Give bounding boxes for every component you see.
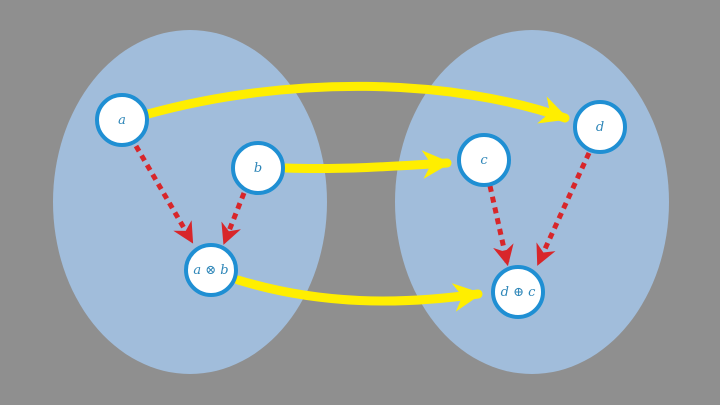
node-d-label: d (596, 120, 604, 135)
node-a-label: a (118, 113, 126, 128)
node-a: a (95, 93, 149, 147)
left-category-region (53, 30, 327, 374)
arrow-a-to-ab (133, 144, 194, 244)
node-a-tensor-b-label: a ⊗ b (193, 263, 228, 278)
arrow-c-to-dc (487, 185, 514, 267)
functor-arrow-ab-to-dc (233, 275, 483, 312)
right-category-region (395, 30, 669, 374)
node-b-label: b (254, 161, 262, 176)
node-a-tensor-b: a ⊗ b (184, 243, 238, 297)
functor-arrow-b-to-c (281, 150, 452, 179)
functor-arrow-a-to-d (143, 81, 570, 124)
node-d-oplus-c: d ⊕ c (491, 265, 545, 319)
node-c: c (457, 133, 511, 187)
node-d-oplus-c-label: d ⊕ c (501, 285, 536, 300)
node-d: d (573, 100, 627, 154)
node-b: b (231, 141, 285, 195)
arrow-b-to-ab (221, 192, 247, 245)
node-c-label: c (480, 153, 488, 168)
arrow-d-to-dc (536, 151, 592, 266)
